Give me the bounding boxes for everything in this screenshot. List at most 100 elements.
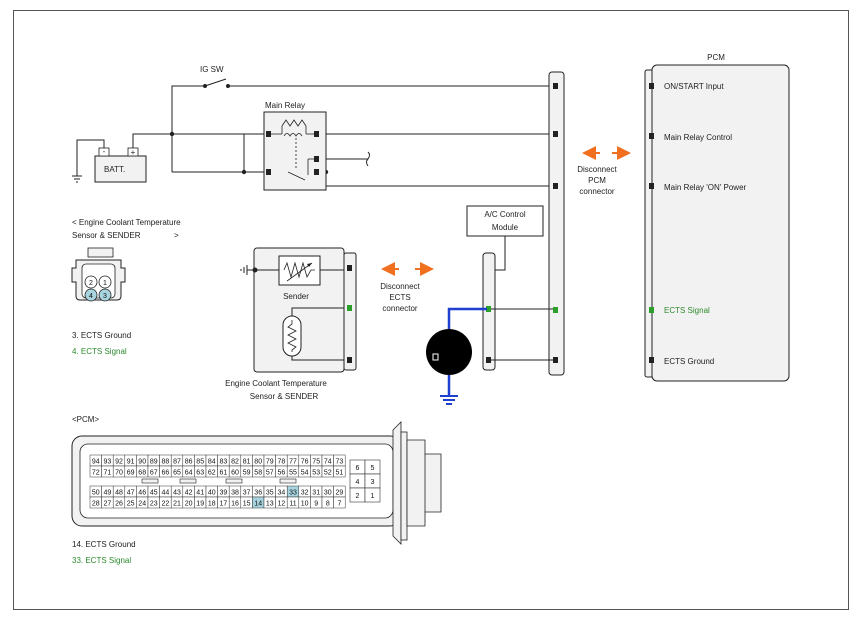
- battery-plus-label: +: [131, 148, 136, 157]
- pcm-pin-number: 77: [289, 459, 297, 466]
- pcm-main-relay-control-label: Main Relay Control: [664, 133, 732, 142]
- battery: - + BATT.: [94, 147, 147, 183]
- pcm-pin-number: 19: [196, 501, 204, 508]
- pcm-side-pin-number: 4: [356, 479, 360, 486]
- pcm-pin-number: 86: [185, 459, 193, 466]
- sensor-pin4-desc: 4. ECTS Signal: [72, 347, 127, 356]
- pcm-pin-number: 61: [220, 470, 228, 477]
- pcm-pin-number: 71: [104, 470, 112, 477]
- pcm-pin-number: 14: [254, 501, 262, 508]
- disconnect-pcm-label-3: connector: [579, 187, 614, 196]
- pcm-pin-cell: [333, 496, 346, 509]
- pcm-pin-number: 73: [336, 459, 344, 466]
- pcm-pin-number: 22: [162, 501, 170, 508]
- pcm-pin-number: 26: [115, 501, 123, 508]
- pcm-side-pin-number: 3: [371, 479, 375, 486]
- pcm-pin-number: 9: [314, 501, 318, 508]
- ignition-switch: IG SW: [200, 65, 230, 88]
- pcm-pin-number: 13: [266, 501, 274, 508]
- pcm-harness-connector: [548, 71, 565, 376]
- sensor-caption-1: < Engine Coolant Temperature: [72, 218, 181, 227]
- ect-sensor-unit: Sender Engine Coolant Temperature Sensor…: [225, 247, 357, 401]
- splice-connector: [482, 252, 496, 371]
- ac-module-label-2: Module: [492, 223, 519, 232]
- pcm-pin-number: 59: [243, 470, 251, 477]
- pcm-pin-number: 93: [104, 459, 112, 466]
- sensor-pin-1: 1: [103, 280, 107, 287]
- pcm-pin-number: 66: [162, 470, 170, 477]
- pcm-main-relay-on-power-label: Main Relay 'ON' Power: [664, 183, 747, 192]
- pcm-pin-number: 15: [243, 501, 251, 508]
- pcm-pin-number: 29: [336, 490, 344, 497]
- pcm-pin-number: 75: [312, 459, 320, 466]
- pcm-pin-number: 30: [324, 490, 332, 497]
- pcm-pin-number: 76: [301, 459, 309, 466]
- pcm-pin-number: 17: [220, 501, 228, 508]
- pcm-pin-number: 91: [127, 459, 135, 466]
- pcm-pin-number: 18: [208, 501, 216, 508]
- sensor-pin-4: 4: [89, 293, 93, 300]
- pcm-pin-number: 45: [150, 490, 158, 497]
- pcm-pin-cell: [333, 465, 346, 478]
- pcm-pin-number: 10: [301, 501, 309, 508]
- pcm-pin-number: 39: [220, 490, 228, 497]
- pcm-pin-number: 60: [231, 470, 239, 477]
- pcm-pin-number: 92: [115, 459, 123, 466]
- pcm-pin-number: 21: [173, 501, 181, 508]
- pcm-pin-number: 38: [231, 490, 239, 497]
- pcm-pin-number: 49: [104, 490, 112, 497]
- diagram-frame: [13, 10, 849, 610]
- pcm-pin-number: 33: [289, 490, 297, 497]
- pcm-pin-number: 80: [254, 459, 262, 466]
- ig-sw-label: IG SW: [200, 65, 224, 74]
- pcm-pin-number: 69: [127, 470, 135, 477]
- pcm-pin-number: 63: [196, 470, 204, 477]
- pcm-pin-number: 23: [150, 501, 158, 508]
- pcm-pin-number: 40: [208, 490, 216, 497]
- main-relay-label: Main Relay: [265, 101, 305, 110]
- pcm-pin-number: 62: [208, 470, 216, 477]
- pcm-pin-number: 35: [266, 490, 274, 497]
- pcm-pin-number: 32: [301, 490, 309, 497]
- pcm-pin-number: 85: [196, 459, 204, 466]
- test-meter-symbol: [426, 329, 472, 375]
- pcm-pin-number: 47: [127, 490, 135, 497]
- pcm-pin-number: 36: [254, 490, 262, 497]
- pcm-pin-number: 37: [243, 490, 251, 497]
- pcm-pin-number: 65: [173, 470, 181, 477]
- pcm-ects-ground-label: ECTS Ground: [664, 357, 714, 366]
- pcm-pin-number: 20: [185, 501, 193, 508]
- battery-minus-label: -: [103, 147, 106, 156]
- pcm-pin-number: 46: [138, 490, 146, 497]
- pcm-pin-number: 34: [278, 490, 286, 497]
- pcm-on-start-label: ON/START Input: [664, 82, 724, 91]
- disconnect-ects-label-2: ECTS: [389, 293, 410, 302]
- pcm-pin-number: 16: [231, 501, 239, 508]
- battery-label: BATT.: [104, 165, 125, 174]
- pcm-pin-number: 44: [162, 490, 170, 497]
- disconnect-pcm-label-1: Disconnect: [577, 165, 617, 174]
- pcm-pin-number: 90: [138, 459, 146, 466]
- pcm-pin-number: 55: [289, 470, 297, 477]
- pcm-pin-number: 7: [337, 501, 341, 508]
- pcm-pin-number: 87: [173, 459, 181, 466]
- pcm-connector-caption: <PCM>: [72, 415, 99, 424]
- pcm-ects-signal-label: ECTS Signal: [664, 306, 710, 315]
- disconnect-pcm-indicator: Disconnect PCM connector: [577, 146, 631, 196]
- pcm-pin-number: 42: [185, 490, 193, 497]
- disconnect-pcm-label-2: PCM: [588, 176, 606, 185]
- pcm-pin14-desc: 14. ECTS Ground: [72, 540, 136, 549]
- pcm-pin-number: 48: [115, 490, 123, 497]
- pcm-pin-number: 64: [185, 470, 193, 477]
- sensor-caption-close: >: [174, 231, 179, 240]
- sensor-pin3-desc: 3. ECTS Ground: [72, 331, 131, 340]
- pcm-pin-number: 89: [150, 459, 158, 466]
- pcm-pin-number: 43: [173, 490, 181, 497]
- pcm-pin-number: 74: [324, 459, 332, 466]
- pcm-pin-number: 41: [196, 490, 204, 497]
- pcm-pin-number: 72: [92, 470, 100, 477]
